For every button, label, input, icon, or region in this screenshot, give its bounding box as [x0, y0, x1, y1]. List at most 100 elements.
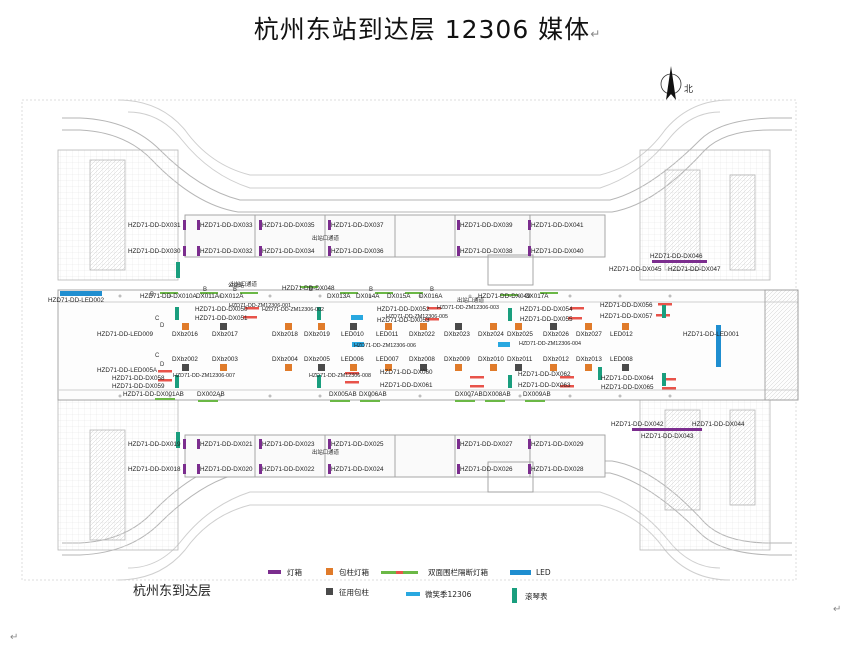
light-box-marker	[632, 428, 702, 431]
legend-label-wifi: 微笑季12306	[425, 589, 472, 599]
corridor-label: DX002AB	[197, 391, 225, 398]
rail-marker	[560, 376, 574, 379]
column-marker	[515, 323, 522, 330]
rail-marker	[568, 317, 582, 320]
light-box-marker	[197, 220, 200, 230]
column-label: HZD71-DD-LED001	[683, 331, 739, 338]
corridor-label: HZD71-DD-LED002	[48, 297, 104, 304]
kiosk-marker	[598, 367, 602, 380]
rail-marker	[455, 400, 475, 402]
light-box-label: HZD71-DD-DX040	[531, 248, 584, 255]
light-box-marker	[259, 464, 262, 474]
column-label: DXbz026	[543, 331, 569, 338]
light-box-label: HZD71-DD-DX032	[200, 248, 253, 255]
light-box-label: HZD71-DD-DX031	[128, 222, 181, 229]
light-box-label: HZD71-DD-DX039	[460, 222, 513, 229]
rail-marker	[360, 400, 380, 402]
media-label: HZD71-DD-DX052	[377, 306, 430, 313]
kiosk-marker	[175, 375, 179, 388]
kiosk-marker	[317, 307, 321, 320]
media-label: HZD71-DD-DX045	[609, 266, 662, 273]
column-marker	[490, 364, 497, 371]
light-box-marker	[259, 220, 262, 230]
column-label: LED008	[610, 356, 633, 363]
rail-marker	[427, 307, 441, 310]
wifi-marker	[498, 342, 510, 347]
rail-marker	[425, 318, 439, 321]
led-marker	[716, 325, 721, 367]
light-box-label: HZD71-DD-DX033	[200, 222, 253, 229]
zone-letter: A	[153, 368, 157, 374]
media-label: HZD71-DD-DX056	[600, 302, 653, 309]
legend-label-pillar: 征用包柱	[339, 587, 369, 597]
upper-rooms	[184, 214, 606, 286]
rail-marker	[470, 385, 484, 388]
column-marker	[350, 323, 357, 330]
rail-marker	[658, 303, 672, 306]
column-label: DXbz023	[444, 331, 470, 338]
light-box-marker	[197, 246, 200, 256]
led-marker	[60, 291, 102, 296]
column-label: DXbz002	[172, 356, 198, 363]
rail-marker	[155, 398, 175, 400]
media-label: HZD71-DD-DX061	[380, 382, 433, 389]
media-markers	[60, 220, 721, 474]
legend-swatch-kiosk	[512, 588, 517, 603]
paragraph-mark: ↵	[833, 604, 842, 615]
rail-marker	[345, 381, 359, 384]
legend-label-kiosk: 滚琴表	[525, 591, 548, 601]
light-box-label: HZD71-DD-DX029	[531, 441, 584, 448]
column-marker	[385, 364, 392, 371]
light-box-marker	[457, 220, 460, 230]
column-marker	[585, 364, 592, 371]
light-box-marker	[328, 464, 331, 474]
light-box-marker	[528, 220, 531, 230]
light-box-marker	[328, 246, 331, 256]
light-box-marker	[183, 220, 186, 230]
zone-letter: B	[369, 287, 373, 293]
rail-marker	[340, 292, 358, 294]
column-label: LED010	[341, 331, 364, 338]
light-box-label: HZD71-DD-DX034	[262, 248, 315, 255]
media-label: HZD71-DD-DX044	[692, 421, 745, 428]
exit-label: 出站口通道	[312, 234, 340, 242]
column-label: DXbz016	[172, 331, 198, 338]
light-box-label: HZD71-DD-DX035	[262, 222, 315, 229]
legend: 灯箱 包柱灯箱 双面围栏隔断灯箱 LED 征用包柱 微笑季12306 滚琴表	[268, 567, 551, 603]
rail-marker	[662, 378, 676, 381]
rail-marker	[470, 376, 484, 379]
column-marker	[285, 323, 292, 330]
light-box-label: HZD71-DD-DX018	[128, 466, 181, 473]
light-box-marker	[652, 260, 707, 263]
column-marker	[182, 323, 189, 330]
light-box-label: HZD71-DD-DX036	[331, 248, 384, 255]
column-marker	[420, 323, 427, 330]
media-label: HZD71-DD-LED005	[97, 367, 153, 374]
media-label: HZD71-DD-DX055	[520, 316, 573, 323]
center-tag: 公交站	[228, 281, 245, 289]
column-label: DXbz012	[543, 356, 569, 363]
column-label: LED012	[610, 331, 633, 338]
rail-marker	[245, 307, 259, 310]
media-label: HZD71-DD-DX065	[601, 384, 654, 391]
corridor-label: DX007AB	[455, 391, 483, 398]
rail-marker	[243, 316, 257, 319]
rail-marker	[158, 370, 172, 373]
column-label: DXbz025	[507, 331, 533, 338]
light-box-marker	[328, 439, 331, 449]
zone-letter: B	[309, 287, 313, 293]
column-marker	[318, 323, 325, 330]
corridor-label: DX013A	[327, 293, 351, 300]
wifi-marker	[352, 342, 364, 347]
light-box-label: HZD71-DD-DX028	[531, 466, 584, 473]
legend-swatch-wifi	[406, 592, 420, 596]
zone-letter: C	[155, 316, 160, 322]
corridor-label: HZD71-DD-DX001AB	[123, 391, 184, 398]
kiosk-marker	[176, 262, 180, 278]
rail-marker	[330, 400, 350, 402]
zone-letter: C	[155, 353, 160, 359]
rail-marker	[300, 286, 318, 288]
column-label: HZD71-DD-LED009	[97, 331, 153, 338]
